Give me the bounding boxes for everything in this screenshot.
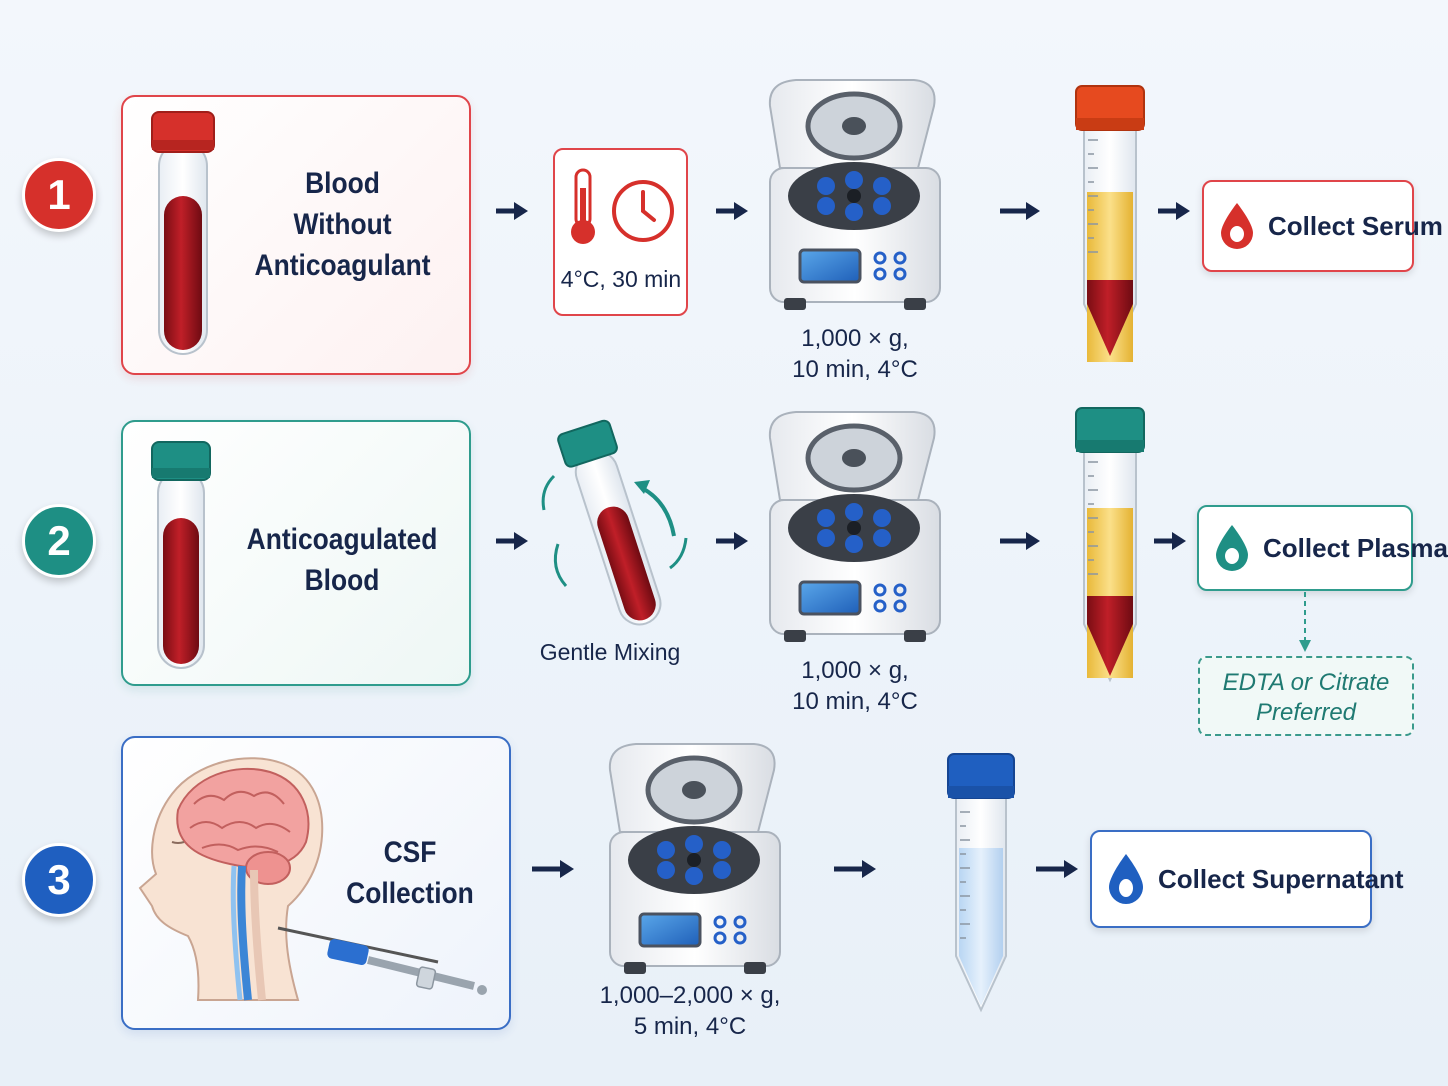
note-line-1: EDTA or Citrate bbox=[1222, 669, 1390, 696]
note-line-2: Preferred bbox=[1255, 699, 1357, 726]
row2-title-line-2: Blood bbox=[304, 564, 380, 597]
row3-title: CSF Collection bbox=[340, 832, 481, 914]
arrow-right-icon bbox=[834, 860, 876, 878]
arrow-right-icon bbox=[496, 532, 528, 550]
row3-title-line-2: Collection bbox=[346, 877, 474, 910]
row2-title: Anticoagulated Blood bbox=[236, 519, 447, 601]
row2-centrifuge-line-2: 10 min, 4°C bbox=[792, 688, 918, 715]
row1-centrifuge-line-1: 1,000 × g, bbox=[801, 325, 909, 352]
collect-serum-label: Collect Serum bbox=[1268, 210, 1443, 241]
row1-title-line-3: Anticoagulant bbox=[254, 249, 431, 282]
arrow-right-icon bbox=[1036, 860, 1078, 878]
row1-centrifuge-line-2: 10 min, 4°C bbox=[792, 356, 918, 383]
row1-title-line-2: Without bbox=[293, 208, 392, 241]
centrifuge-icon bbox=[608, 743, 781, 974]
clock-icon bbox=[612, 180, 674, 242]
row2-centrifuge-line-1: 1,000 × g, bbox=[801, 657, 909, 684]
blood-drop-icon bbox=[1221, 203, 1253, 249]
row3-centrifuge-line-1: 1,000–2,000 × g, bbox=[599, 982, 781, 1009]
row1-title-line-1: Blood bbox=[305, 167, 380, 200]
centrifuge-icon bbox=[768, 411, 941, 642]
csf-conical-tube-icon bbox=[947, 753, 1015, 1013]
collect-supernatant-box: Collect Supernatant bbox=[1090, 830, 1404, 928]
collect-plasma-box: Collect Plasma bbox=[1197, 505, 1448, 591]
thermometer-icon bbox=[571, 168, 595, 244]
step-number-badge-1: 1 bbox=[22, 158, 96, 232]
dashed-connector bbox=[1299, 592, 1311, 652]
arrow-right-icon bbox=[1000, 532, 1040, 550]
arrow-right-icon bbox=[716, 202, 748, 220]
water-drop-icon bbox=[1216, 525, 1248, 571]
row3-centrifuge-line-2: 5 min, 4°C bbox=[633, 1013, 747, 1040]
arrow-right-icon bbox=[1000, 202, 1040, 220]
water-drop-icon bbox=[1109, 854, 1143, 904]
arrow-right-icon bbox=[1154, 532, 1186, 550]
arrow-right-icon bbox=[496, 202, 528, 220]
anticoagulant-note: EDTA or Citrate Preferred bbox=[1198, 656, 1414, 736]
row1-title: Blood Without Anticoagulant bbox=[244, 163, 442, 286]
gentle-mixing-label: Gentle Mixing bbox=[539, 639, 681, 665]
row2-centrifuge-label: 1,000 × g, 10 min, 4°C bbox=[760, 655, 950, 717]
centrifuge-icon bbox=[768, 79, 941, 310]
row3-centrifuge-label: 1,000–2,000 × g, 5 min, 4°C bbox=[580, 980, 800, 1042]
row1-centrifuge-label: 1,000 × g, 10 min, 4°C bbox=[760, 323, 950, 385]
row2-title-line-1: Anticoagulated bbox=[246, 523, 438, 556]
incubation-label: 4°C, 30 min bbox=[560, 266, 682, 292]
collect-serum-box: Collect Serum bbox=[1202, 180, 1443, 272]
red-cap-tube-icon bbox=[151, 111, 215, 355]
collect-plasma-label: Collect Plasma bbox=[1263, 532, 1448, 563]
serum-separation-tube-icon bbox=[1075, 85, 1145, 363]
step-number-badge-3: 3 bbox=[22, 843, 96, 917]
plasma-separation-tube-icon bbox=[1075, 407, 1145, 683]
head-spine-illustration bbox=[138, 757, 487, 1001]
arrow-right-icon bbox=[1158, 202, 1190, 220]
teal-cap-tube-icon bbox=[151, 441, 211, 669]
arrow-right-icon bbox=[716, 532, 748, 550]
step-number-badge-2: 2 bbox=[22, 504, 96, 578]
arrow-right-icon bbox=[532, 860, 574, 878]
tilted-mixing-tube-icon bbox=[541, 419, 688, 626]
row3-title-line-1: CSF bbox=[383, 836, 437, 869]
collect-supernatant-label: Collect Supernatant bbox=[1158, 863, 1404, 894]
